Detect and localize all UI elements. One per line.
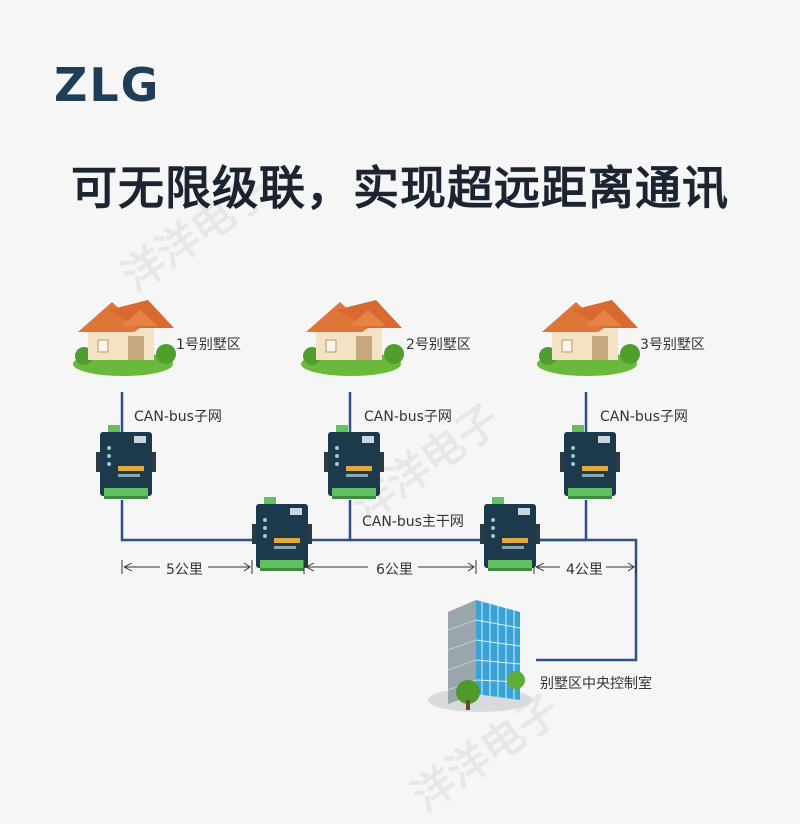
villa-2-label: 2号别墅区	[406, 337, 471, 353]
headline: 可无限级联，实现超远距离通讯	[71, 161, 729, 215]
distance-3-label: 4公里	[566, 562, 603, 578]
control-room-building-icon	[428, 600, 532, 712]
villa-3-house-icon	[536, 299, 641, 377]
backbone-label: CAN-bus主干网	[362, 514, 464, 530]
network-lines	[120, 392, 638, 662]
villa-2-house-icon	[300, 299, 405, 377]
backbone-device-1	[252, 497, 312, 571]
distance-2-label: 6公里	[376, 562, 413, 578]
villa-3-label: 3号别墅区	[640, 337, 705, 353]
subnet-device-2	[324, 425, 384, 499]
network-diagram	[72, 299, 641, 712]
backbone-device-2	[480, 497, 540, 571]
villa-1-house-icon	[72, 299, 177, 377]
distance-1-label: 5公里	[166, 562, 203, 578]
villa-1-label: 1号别墅区	[176, 337, 241, 353]
subnet-device-1	[96, 425, 156, 499]
subnet-3-label: CAN-bus子网	[600, 409, 688, 425]
subnet-2-label: CAN-bus子网	[364, 409, 452, 425]
control-room-label: 别墅区中央控制室	[540, 676, 652, 692]
zlg-logo: ZLG	[54, 58, 161, 112]
distance-markers	[121, 560, 637, 574]
subnet-device-3	[560, 425, 620, 499]
subnet-1-label: CAN-bus子网	[134, 409, 222, 425]
